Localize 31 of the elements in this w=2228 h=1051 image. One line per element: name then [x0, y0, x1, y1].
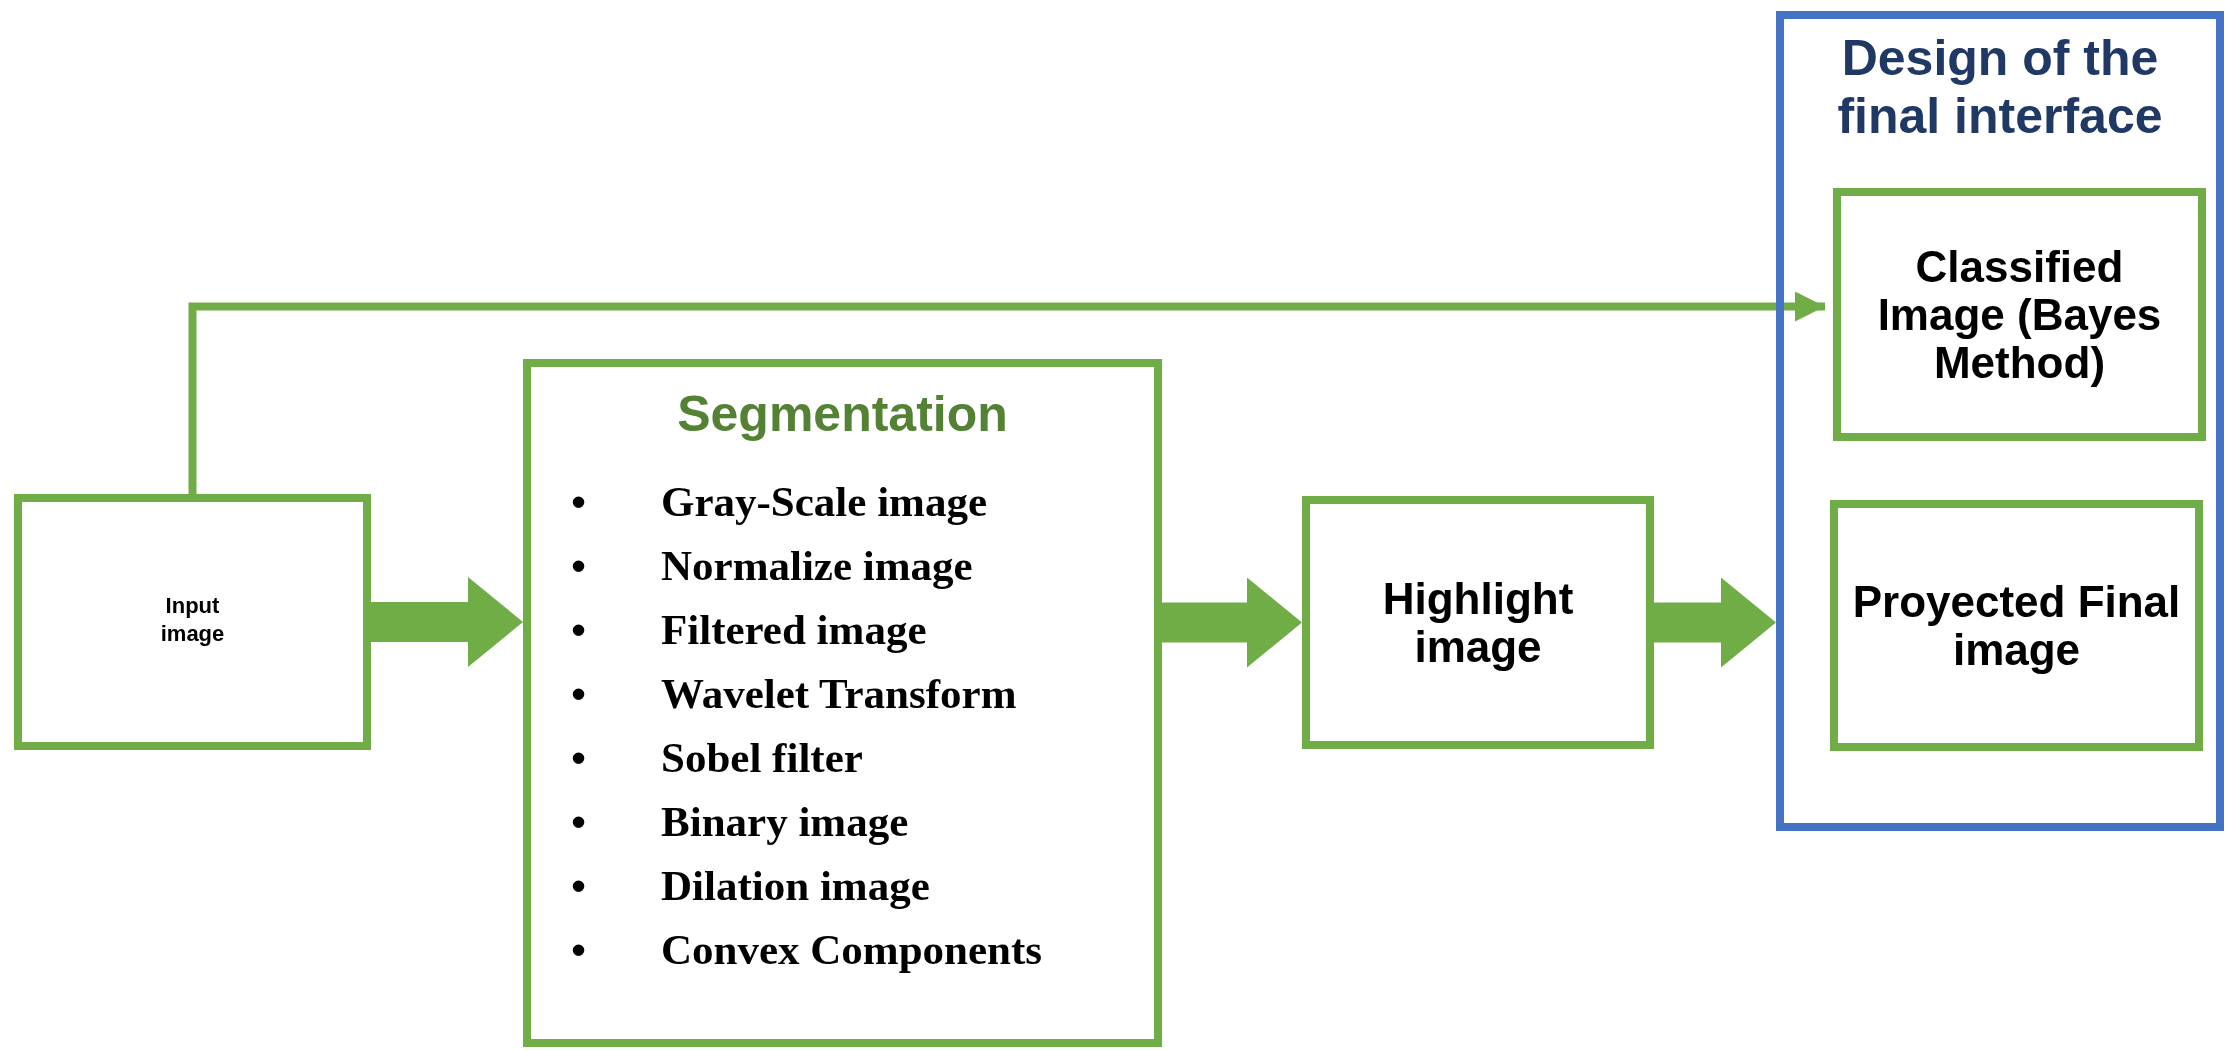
block-arrow [1162, 577, 1302, 668]
block-arrow [371, 577, 523, 667]
list-item: Filtered image [661, 604, 928, 655]
node-label: Input image [159, 592, 226, 647]
process-box [1830, 500, 2203, 751]
list-item: Sobel filter [661, 732, 864, 783]
list-item: Normalize image [661, 540, 974, 591]
bullet: • [571, 604, 588, 655]
process-box [1833, 188, 2206, 441]
list-item: Convex Components [661, 924, 1043, 975]
section-heading: Segmentation [677, 385, 1008, 444]
list-item: Dilation image [661, 860, 931, 911]
input-box [14, 494, 371, 750]
list-item: Binary image [661, 796, 910, 847]
node-label: Classified Image (Bayes Method) [1876, 242, 2163, 387]
list-item: Wavelet Transform [661, 668, 1018, 719]
bullet: • [571, 668, 588, 719]
bullet: • [571, 476, 588, 527]
bullet: • [571, 924, 588, 975]
group-title: Design of the final interface [1836, 29, 2164, 145]
list-item: Gray-Scale image [661, 476, 988, 527]
bullet: • [571, 860, 588, 911]
node-label: Proyected Final image [1851, 577, 2182, 674]
bullet: • [571, 732, 588, 783]
node-label: Highlight image [1381, 574, 1575, 671]
segmentation-box [523, 359, 1162, 1047]
bullet: • [571, 796, 588, 847]
process-box [1302, 496, 1654, 749]
bullet: • [571, 540, 588, 591]
group-frame [1776, 11, 2224, 831]
block-arrow [1654, 577, 1776, 668]
